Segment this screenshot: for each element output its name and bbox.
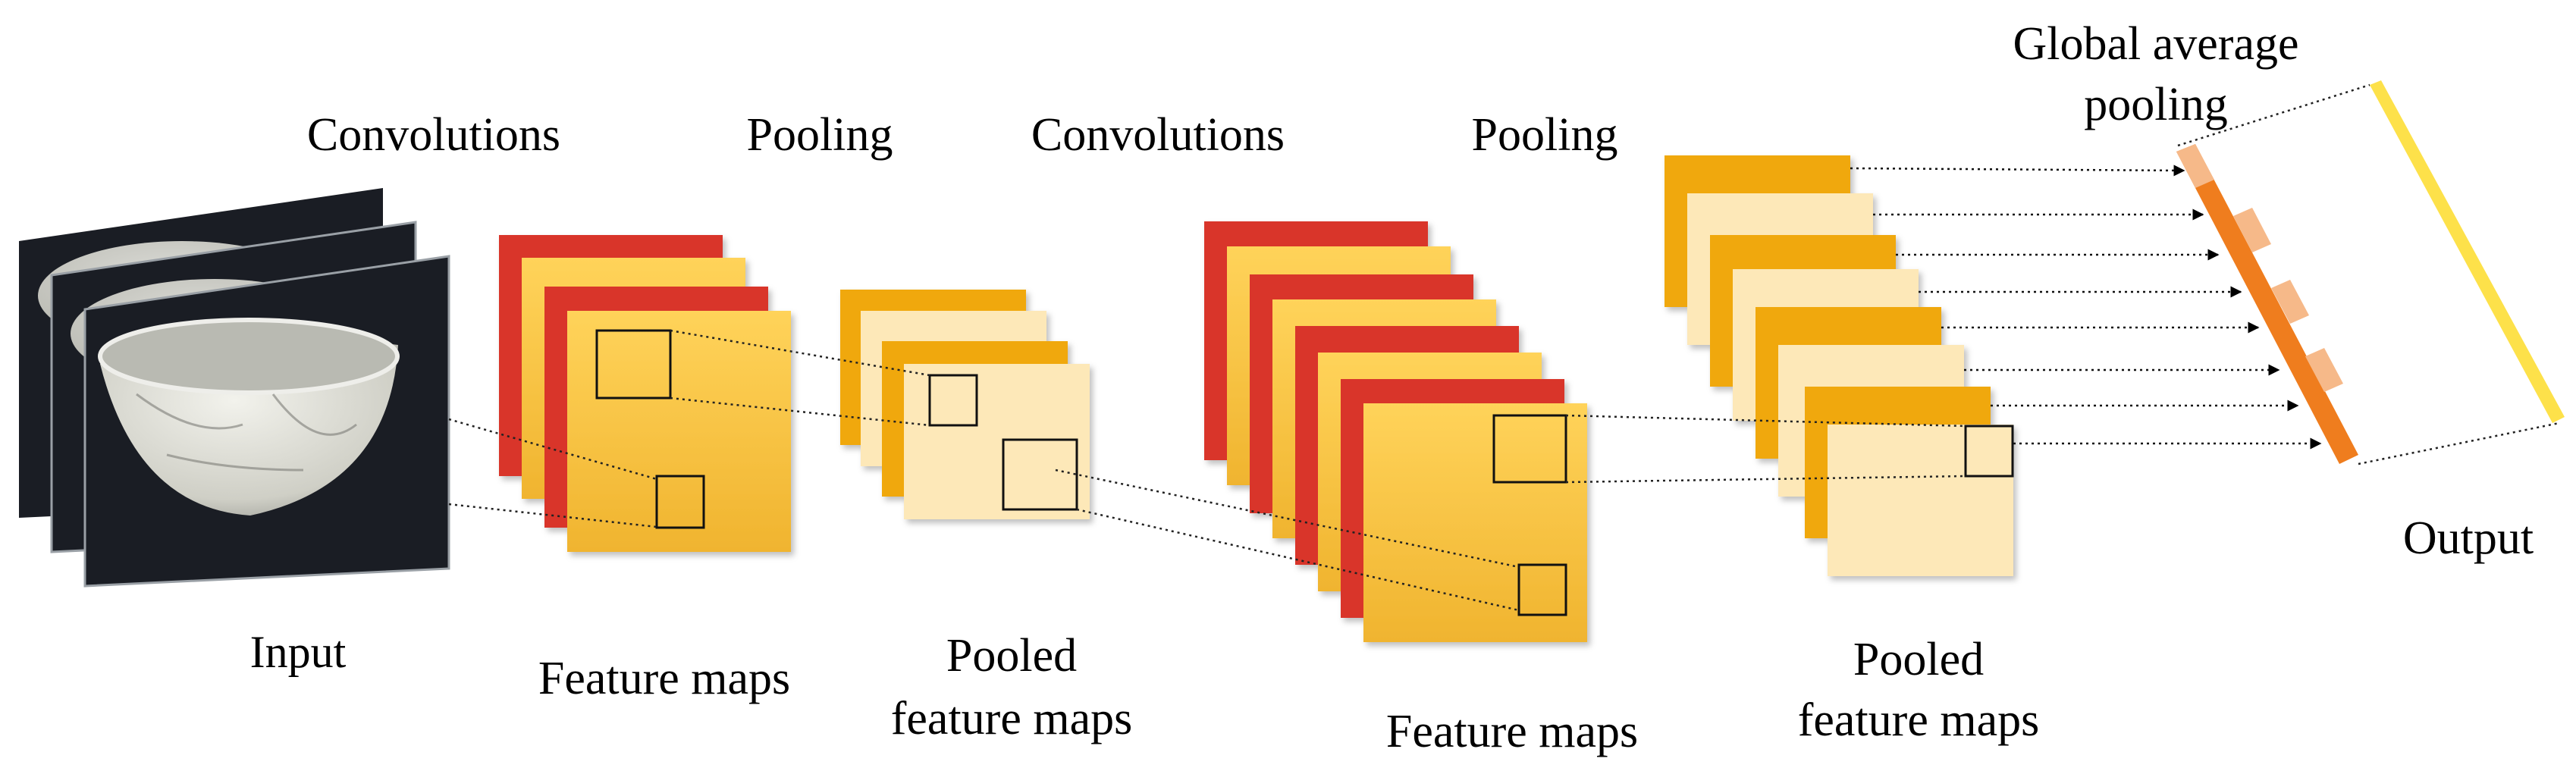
pooling-label-2: Pooling xyxy=(1472,109,1618,161)
feature-maps-label-1: Feature maps xyxy=(538,653,790,704)
receptive-field-box xyxy=(655,475,705,529)
pooled-feature-maps-1 xyxy=(840,290,1090,519)
feature-maps-1 xyxy=(499,235,791,552)
output-vector xyxy=(2177,80,2565,465)
feature-maps-label-2: Feature maps xyxy=(1386,706,1638,757)
pooling-window-box xyxy=(928,374,978,427)
gap-arrows xyxy=(1850,165,2322,450)
gap-label-line1: Global average xyxy=(2013,18,2299,70)
pooled-label-2-line2: feature maps xyxy=(1798,694,2039,746)
input-image-stack xyxy=(19,188,450,588)
pooling-window-box xyxy=(1002,438,1078,511)
pooled-feature-maps-2 xyxy=(1665,155,2013,576)
feature-maps-2 xyxy=(1204,221,1587,642)
pooled-label-1-line1: Pooled xyxy=(946,630,1077,682)
receptive-field-box xyxy=(595,329,672,400)
convolutions-label-1: Convolutions xyxy=(307,109,560,161)
pooling-label-1: Pooling xyxy=(747,109,893,161)
pooling-window-box xyxy=(1964,425,2014,478)
input-label: Input xyxy=(250,627,347,677)
receptive-field-box xyxy=(1492,414,1567,484)
pooled-label-1-line2: feature maps xyxy=(891,693,1132,744)
gap-vector xyxy=(2176,144,2358,464)
receptive-field-box xyxy=(1517,563,1567,616)
pooled-label-2-line1: Pooled xyxy=(1853,634,1984,685)
convolutions-label-2: Convolutions xyxy=(1031,109,1285,161)
projection-lines xyxy=(448,329,1966,612)
gap-label-line2: pooling xyxy=(2084,79,2227,130)
output-label: Output xyxy=(2403,512,2534,564)
bowl-photo-icon xyxy=(83,255,450,588)
